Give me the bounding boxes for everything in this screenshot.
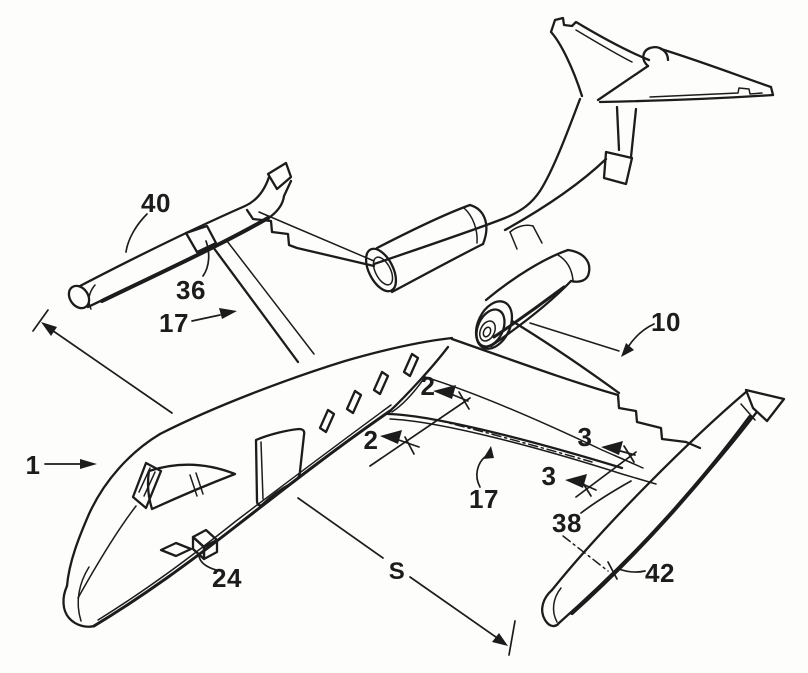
reference-numerals: 1 40 36 17 24 2 2 3 3 17 38 42 10 S [26,188,681,593]
right-tank-tail-fin [744,388,786,423]
near-engine-intake [474,300,514,350]
quarter-window [131,461,163,510]
label-tip-tank-right: 42 [645,558,675,588]
tail-cone [602,150,634,186]
label-fuselage: 1 [26,450,41,480]
nose-cap [62,584,96,628]
cabin-window [372,370,390,396]
tail-assembly [372,16,775,266]
span-dimension-line [32,309,516,656]
reference-leaders [44,213,655,573]
label-wing-right: 17 [469,484,499,514]
stabilizer-bullet-fairing [642,46,670,68]
left-wing [211,208,376,364]
near-engine-nacelle [474,224,591,350]
right-wing-break-line [450,337,702,450]
label-tank-pylon-left: 36 [176,275,206,305]
cabin-window [318,408,336,434]
label-section-2-lower: 2 [364,425,379,455]
dimension-arrowhead-right [492,633,508,646]
fuselage-belt-line [92,409,392,628]
label-section-3-upper: 3 [578,422,593,452]
cabin-window [345,389,363,415]
label-antenna: 24 [212,563,242,593]
label-section-2-upper: 2 [421,371,436,401]
left-tank-tail-fin [266,161,293,191]
label-aircraft: 10 [651,307,681,337]
label-tip-tank-left: 40 [141,188,171,218]
wing-phantom-line [436,419,593,463]
right-tank-nose-cap [541,588,561,628]
left-tank-pylon [184,224,218,254]
label-section-3-lower: 3 [542,461,557,491]
cabin-window [402,352,420,378]
right-wing-arrowhead [483,446,494,459]
cockpit-windshield [131,461,237,511]
label-wing-left: 17 [159,308,189,338]
horizontal-stabilizer [659,47,775,97]
far-engine-nacelle [364,203,488,294]
left-wing-break-line [245,208,376,268]
aircraft-arrowhead [621,343,634,357]
section-3-indicator [565,441,637,498]
vertical-fin [549,16,651,98]
far-engine-intake [364,247,398,293]
fuselage-arrowhead [80,459,97,469]
section-2-indicator [369,385,471,467]
left-tank-nose-cap [67,284,91,310]
cabin-door [254,427,306,507]
right-wing [386,319,702,572]
belly-antenna [159,528,219,561]
label-flap-right: 38 [552,508,582,538]
left-tip-tank [67,161,293,310]
left-wing-arrowhead [219,308,237,319]
right-tip-tank [541,388,786,628]
fuselage [62,336,454,628]
label-span-dimension: S [389,558,406,585]
fuselage-spine [372,97,582,266]
dimension-arrowhead-left [41,322,57,336]
windshield [146,463,237,511]
fuselage-crown [158,336,454,436]
cabin-windows [318,352,420,434]
